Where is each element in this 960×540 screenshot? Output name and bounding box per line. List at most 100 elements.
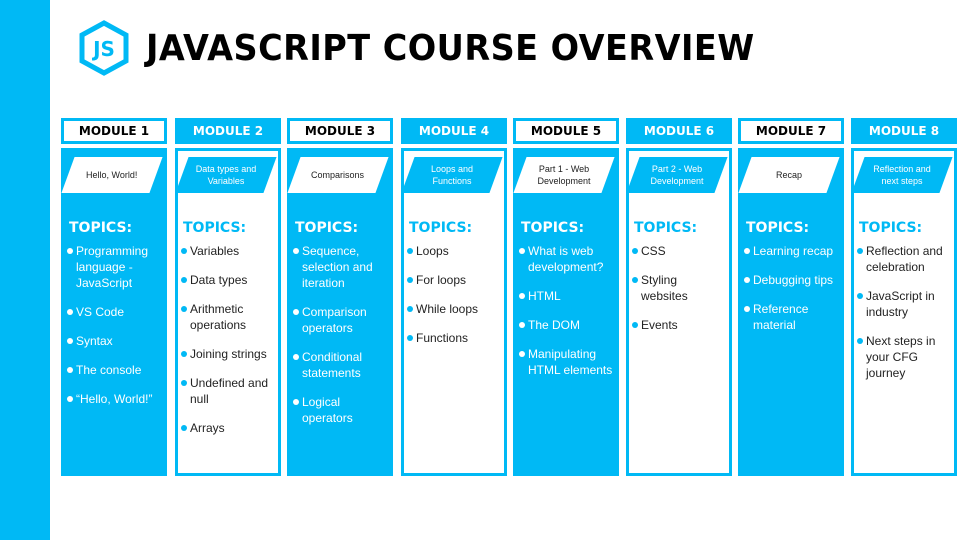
topic-item: Sequence, selection and iteration xyxy=(293,243,388,291)
module-subtitle: Loops and Functions xyxy=(430,164,474,186)
topic-item: Debugging tips xyxy=(744,272,839,288)
topic-text: Arithmetic operations xyxy=(190,302,247,332)
topic-item: VS Code xyxy=(67,304,162,320)
module-subtitle: Recap xyxy=(775,170,802,180)
bullet-icon xyxy=(293,248,299,254)
topic-text: Reflection and celebration xyxy=(866,244,943,274)
topic-text: For loops xyxy=(416,273,467,287)
module-subtitle: Reflection and next steps xyxy=(873,164,931,186)
bullet-icon xyxy=(407,306,413,312)
topic-item: For loops xyxy=(407,272,502,288)
topic-text: Styling websites xyxy=(641,273,688,303)
bullet-icon xyxy=(519,248,525,254)
topic-text: Data types xyxy=(190,273,248,287)
bullet-icon xyxy=(519,322,525,328)
topic-item: Loops xyxy=(407,243,502,259)
topics-heading: TOPICS: xyxy=(859,220,923,236)
bullet-icon xyxy=(857,338,863,344)
topic-text: “Hello, World!” xyxy=(76,392,153,406)
left-accent-strip xyxy=(0,0,50,540)
topics-heading: TOPICS: xyxy=(746,220,810,236)
topic-item: JavaScript in industry xyxy=(857,288,952,320)
topic-item: HTML xyxy=(519,288,614,304)
page-title: JAVASCRIPT COURSE OVERVIEW xyxy=(146,28,755,69)
module-subtitle: Part 1 - Web Development xyxy=(537,164,591,186)
bullet-icon xyxy=(857,248,863,254)
bullet-icon xyxy=(293,309,299,315)
topic-item: Reference material xyxy=(744,301,839,333)
topic-text: Logical operators xyxy=(302,395,353,425)
bullet-icon xyxy=(407,335,413,341)
module-body: Reflection and next steps TOPICS: Reflec… xyxy=(851,148,957,476)
module-subtitle-banner: Recap xyxy=(738,157,840,193)
bullet-icon xyxy=(519,293,525,299)
bullet-icon xyxy=(67,338,73,344)
bullet-icon xyxy=(67,248,73,254)
bullet-icon xyxy=(181,380,187,386)
module-subtitle: Hello, World! xyxy=(86,170,138,180)
topic-text: VS Code xyxy=(76,305,125,319)
topic-item: Arithmetic operations xyxy=(181,301,276,333)
topic-text: Arrays xyxy=(190,421,225,435)
module-header: MODULE 6 xyxy=(626,118,732,144)
module-subtitle-banner: Loops and Functions xyxy=(401,157,503,193)
module-subtitle-banner: Part 1 - Web Development xyxy=(513,157,615,193)
bullet-icon xyxy=(744,306,750,312)
module-subtitle: Data types and Variables xyxy=(195,164,257,186)
topic-item: Arrays xyxy=(181,420,276,436)
module-body: Comparisons TOPICS: Sequence, selection … xyxy=(287,148,393,476)
topic-item: Syntax xyxy=(67,333,162,349)
bullet-icon xyxy=(857,293,863,299)
module-card-8: MODULE 8 Reflection and next steps TOPIC… xyxy=(851,118,957,476)
topic-item: Programming language - JavaScript xyxy=(67,243,162,291)
bullet-icon xyxy=(181,248,187,254)
module-card-2: MODULE 2 Data types and Variables TOPICS… xyxy=(175,118,281,476)
topic-item: Logical operators xyxy=(293,394,388,426)
js-logo-icon: JS xyxy=(79,20,129,76)
module-subtitle-banner: Reflection and next steps xyxy=(851,157,953,193)
topic-text: Reference material xyxy=(753,302,809,332)
bullet-icon xyxy=(67,309,73,315)
topic-item: Events xyxy=(632,317,727,333)
topic-text: Comparison operators xyxy=(302,305,367,335)
topic-item: Functions xyxy=(407,330,502,346)
bullet-icon xyxy=(67,367,73,373)
topic-item: Comparison operators xyxy=(293,304,388,336)
topics-heading: TOPICS: xyxy=(634,220,698,236)
module-subtitle-banner: Hello, World! xyxy=(61,157,163,193)
bullet-icon xyxy=(181,425,187,431)
topic-item: Data types xyxy=(181,272,276,288)
module-card-4: MODULE 4 Loops and Functions TOPICS: Loo… xyxy=(401,118,507,476)
bullet-icon xyxy=(407,248,413,254)
topic-item: Conditional statements xyxy=(293,349,388,381)
topic-item: What is web development? xyxy=(519,243,614,275)
bullet-icon xyxy=(181,277,187,283)
topics-heading: TOPICS: xyxy=(295,220,359,236)
bullet-icon xyxy=(632,248,638,254)
module-card-1: MODULE 1 Hello, World! TOPICS: Programmi… xyxy=(61,118,167,476)
bullet-icon xyxy=(744,277,750,283)
topic-text: The DOM xyxy=(528,318,581,332)
topic-item: The DOM xyxy=(519,317,614,333)
module-card-6: MODULE 6 Part 2 - Web Development TOPICS… xyxy=(626,118,732,476)
bullet-icon xyxy=(293,354,299,360)
module-body: Part 1 - Web Development TOPICS: What is… xyxy=(513,148,619,476)
topic-text: The console xyxy=(76,363,142,377)
topics-list: Programming language - JavaScript VS Code… xyxy=(67,243,162,420)
module-header: MODULE 2 xyxy=(175,118,281,144)
topics-heading: TOPICS: xyxy=(183,220,247,236)
topic-text: What is web development? xyxy=(528,244,604,274)
module-subtitle-banner: Part 2 - Web Development xyxy=(626,157,728,193)
module-subtitle-banner: Data types and Variables xyxy=(175,157,277,193)
topic-text: Syntax xyxy=(76,334,113,348)
module-header: MODULE 5 xyxy=(513,118,619,144)
